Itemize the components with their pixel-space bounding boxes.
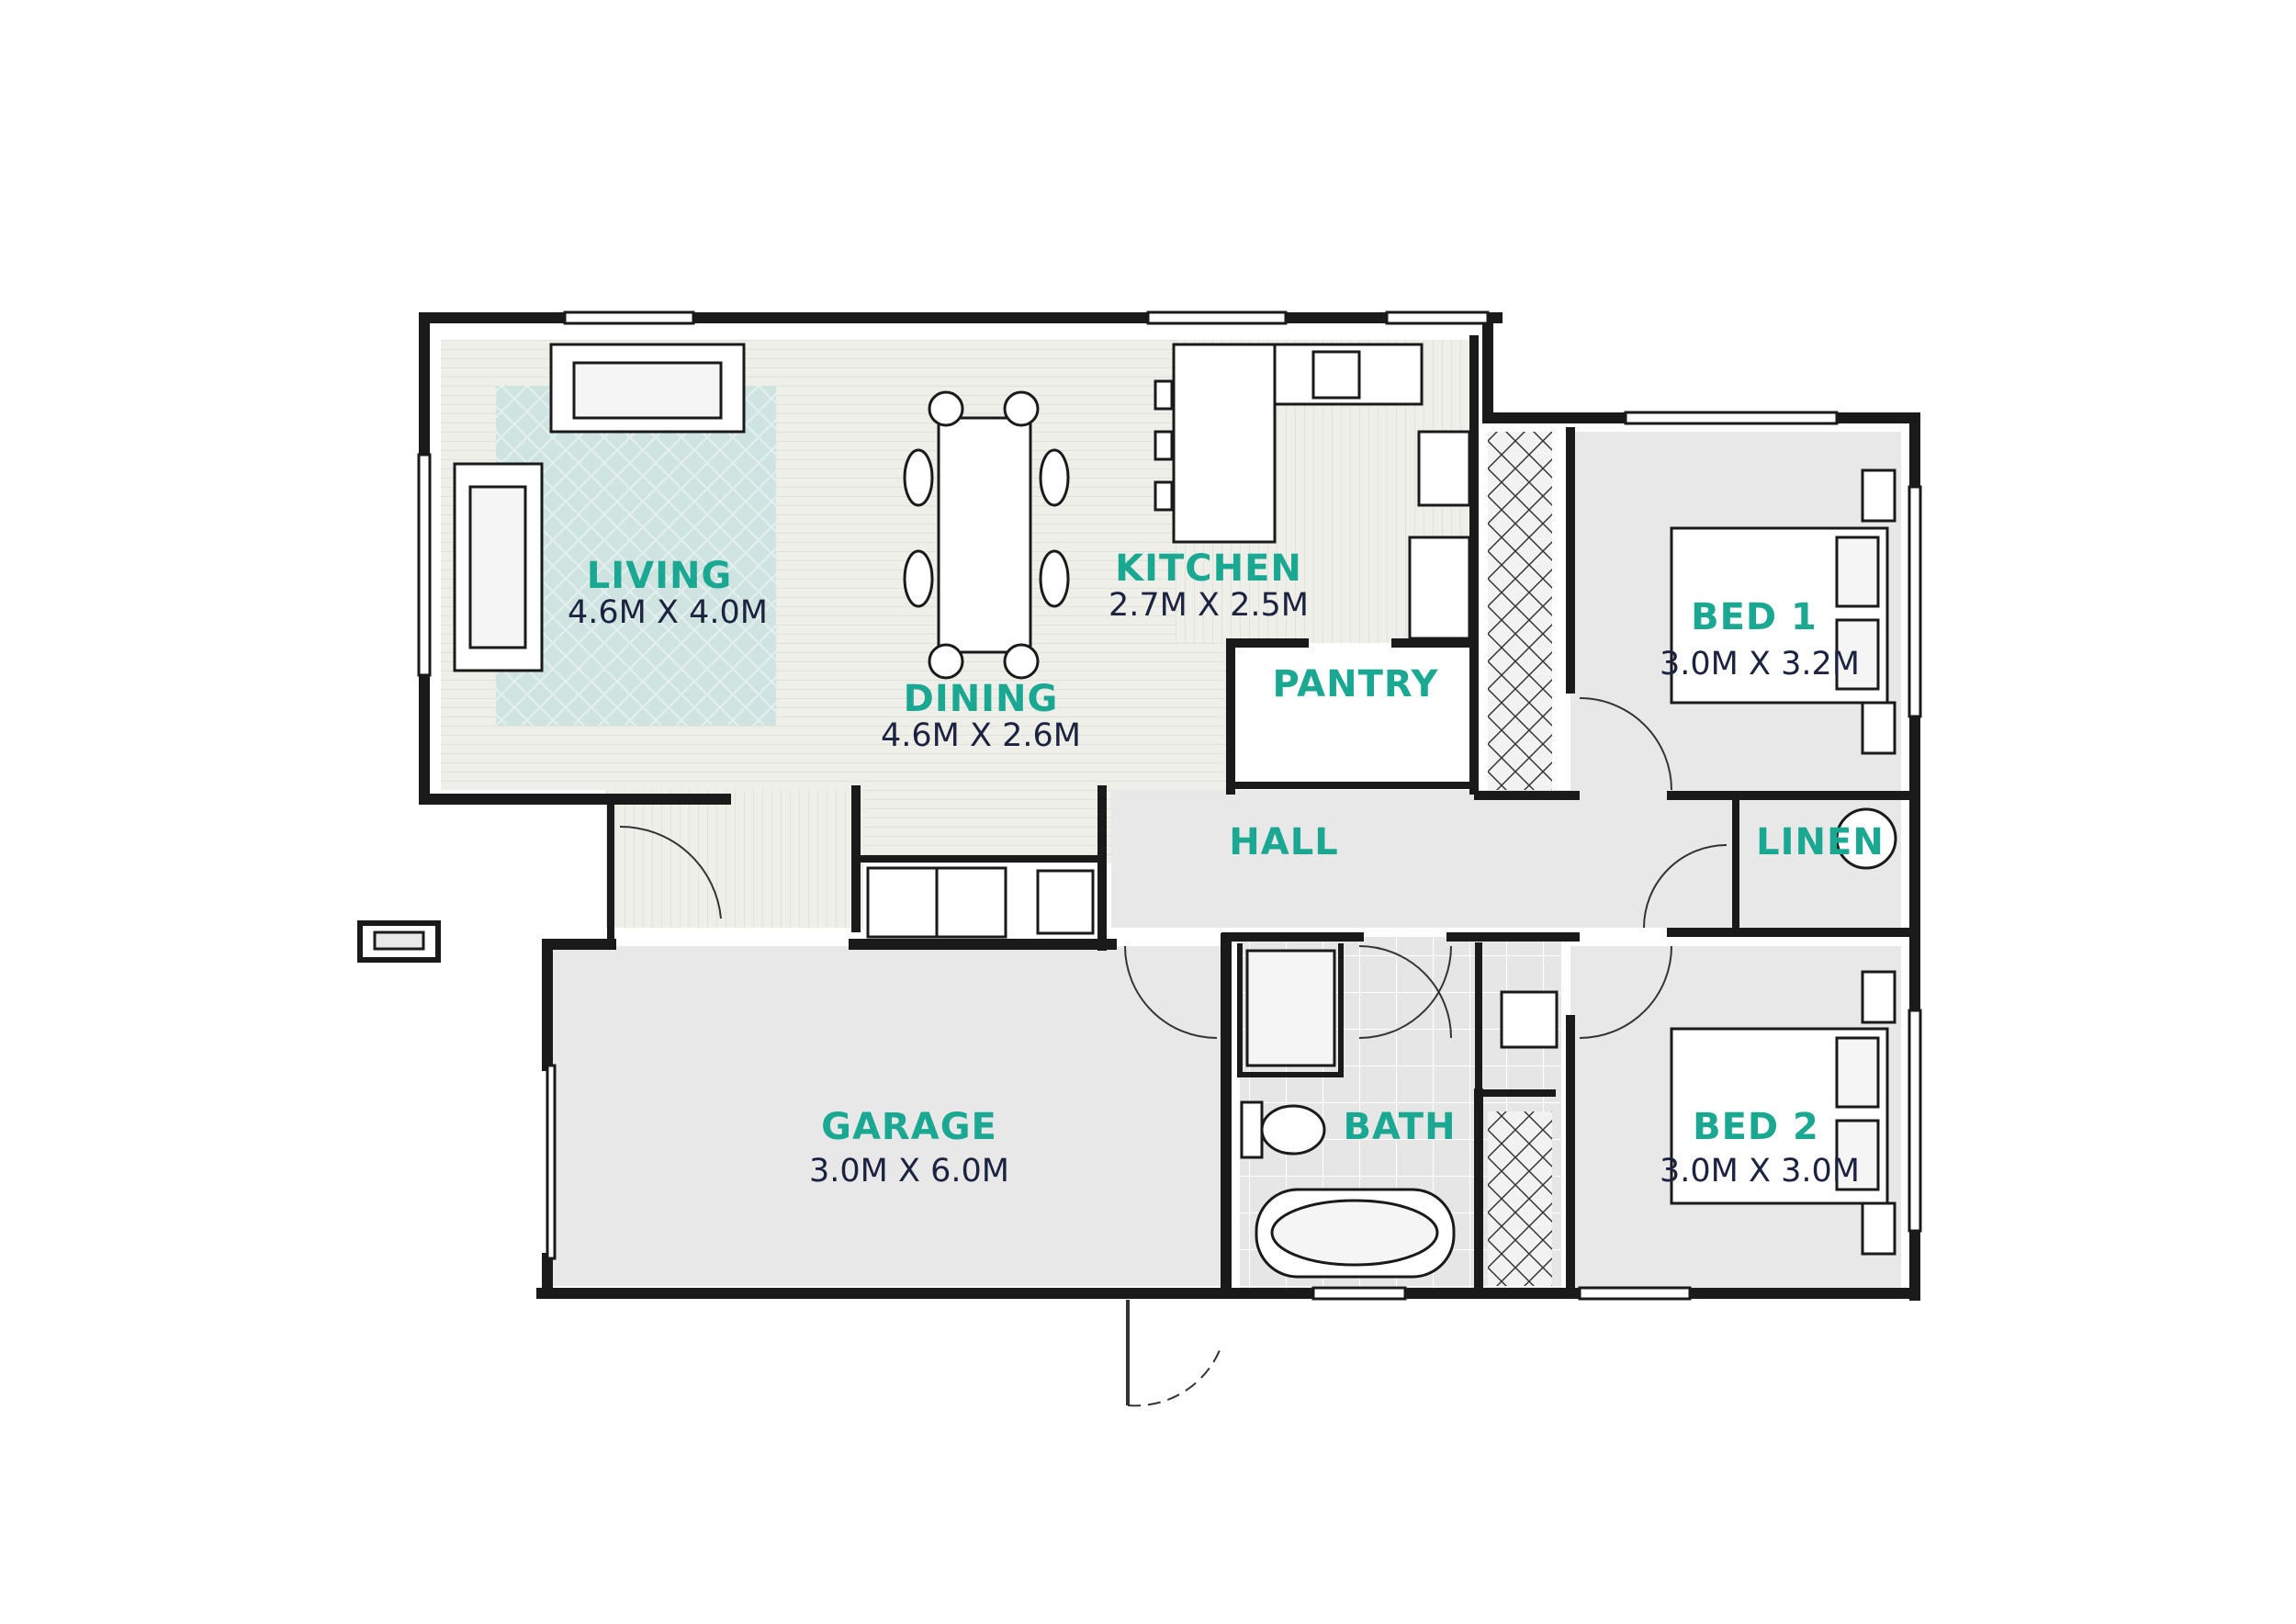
bed1-door-swing bbox=[1579, 697, 1672, 791]
entry-floor bbox=[606, 790, 863, 928]
garage-label: GARAGE bbox=[821, 1106, 997, 1148]
wall-shower bbox=[1237, 943, 1344, 1077]
bed2-door-swing bbox=[1579, 945, 1672, 1039]
bed1-side-table-bottom bbox=[1861, 701, 1896, 755]
dining-extension-floor bbox=[863, 643, 1111, 863]
dining-label: DINING bbox=[904, 678, 1059, 720]
linen-label: LINEN bbox=[1756, 821, 1885, 863]
bath-door-swing-2 bbox=[1358, 945, 1452, 1039]
dining-table bbox=[937, 416, 1032, 654]
laundry-sink bbox=[1036, 869, 1095, 935]
pantry-label: PANTRY bbox=[1273, 663, 1439, 705]
bath-label: BATH bbox=[1343, 1106, 1456, 1148]
bed2-dims: 3.0M X 3.0M bbox=[1660, 1153, 1860, 1190]
garage-rear-door-swing bbox=[1127, 1349, 1221, 1407]
fridge bbox=[1408, 536, 1471, 640]
doors bbox=[619, 697, 1728, 1407]
kitchen-label: KITCHEN bbox=[1115, 547, 1302, 590]
furniture bbox=[357, 343, 1897, 1279]
bed1-side-table-top bbox=[1861, 468, 1896, 523]
living-label: LIVING bbox=[587, 555, 733, 597]
hot-water-cylinder bbox=[1835, 807, 1897, 870]
bath-door-swing bbox=[1358, 945, 1452, 1039]
bed2-side-table-top bbox=[1861, 970, 1896, 1024]
garage-dims: 3.0M X 6.0M bbox=[809, 1153, 1009, 1190]
living-dims: 4.6M X 4.0M bbox=[568, 594, 768, 631]
room-labels: LIVING 4.6M X 4.0M KITCHEN 2.7M X 2.5M D… bbox=[568, 547, 1885, 1190]
wardrobe-bed1 bbox=[1488, 432, 1552, 790]
pantry-floor bbox=[1240, 652, 1469, 781]
hall-label: HALL bbox=[1229, 821, 1338, 863]
kitchen-dims: 2.7M X 2.5M bbox=[1109, 587, 1309, 624]
garage-floor bbox=[551, 946, 1221, 1286]
bar-stool-2 bbox=[1154, 430, 1174, 461]
bar-stool-1 bbox=[1154, 379, 1174, 411]
vanity bbox=[1500, 990, 1559, 1049]
bar-stool-3 bbox=[1154, 480, 1174, 512]
bed1-label: BED 1 bbox=[1691, 596, 1818, 638]
oven bbox=[1417, 430, 1471, 507]
hall-door-swing bbox=[1124, 945, 1218, 1039]
kitchen-island bbox=[1172, 343, 1277, 544]
dining-dims: 4.6M X 2.6M bbox=[881, 717, 1081, 754]
windows bbox=[417, 310, 1922, 1301]
wardrobe-bed2 bbox=[1488, 1111, 1552, 1286]
shower bbox=[1245, 949, 1336, 1067]
entry-door-swing bbox=[619, 825, 722, 919]
bed2-side-table-bottom bbox=[1861, 1201, 1896, 1256]
toilet-bowl bbox=[1260, 1104, 1326, 1156]
bed1-dims: 3.0M X 3.2M bbox=[1660, 646, 1860, 682]
toilet-cistern bbox=[1240, 1100, 1264, 1159]
linen-door-swing bbox=[1643, 844, 1728, 929]
bed2-label: BED 2 bbox=[1693, 1106, 1819, 1148]
